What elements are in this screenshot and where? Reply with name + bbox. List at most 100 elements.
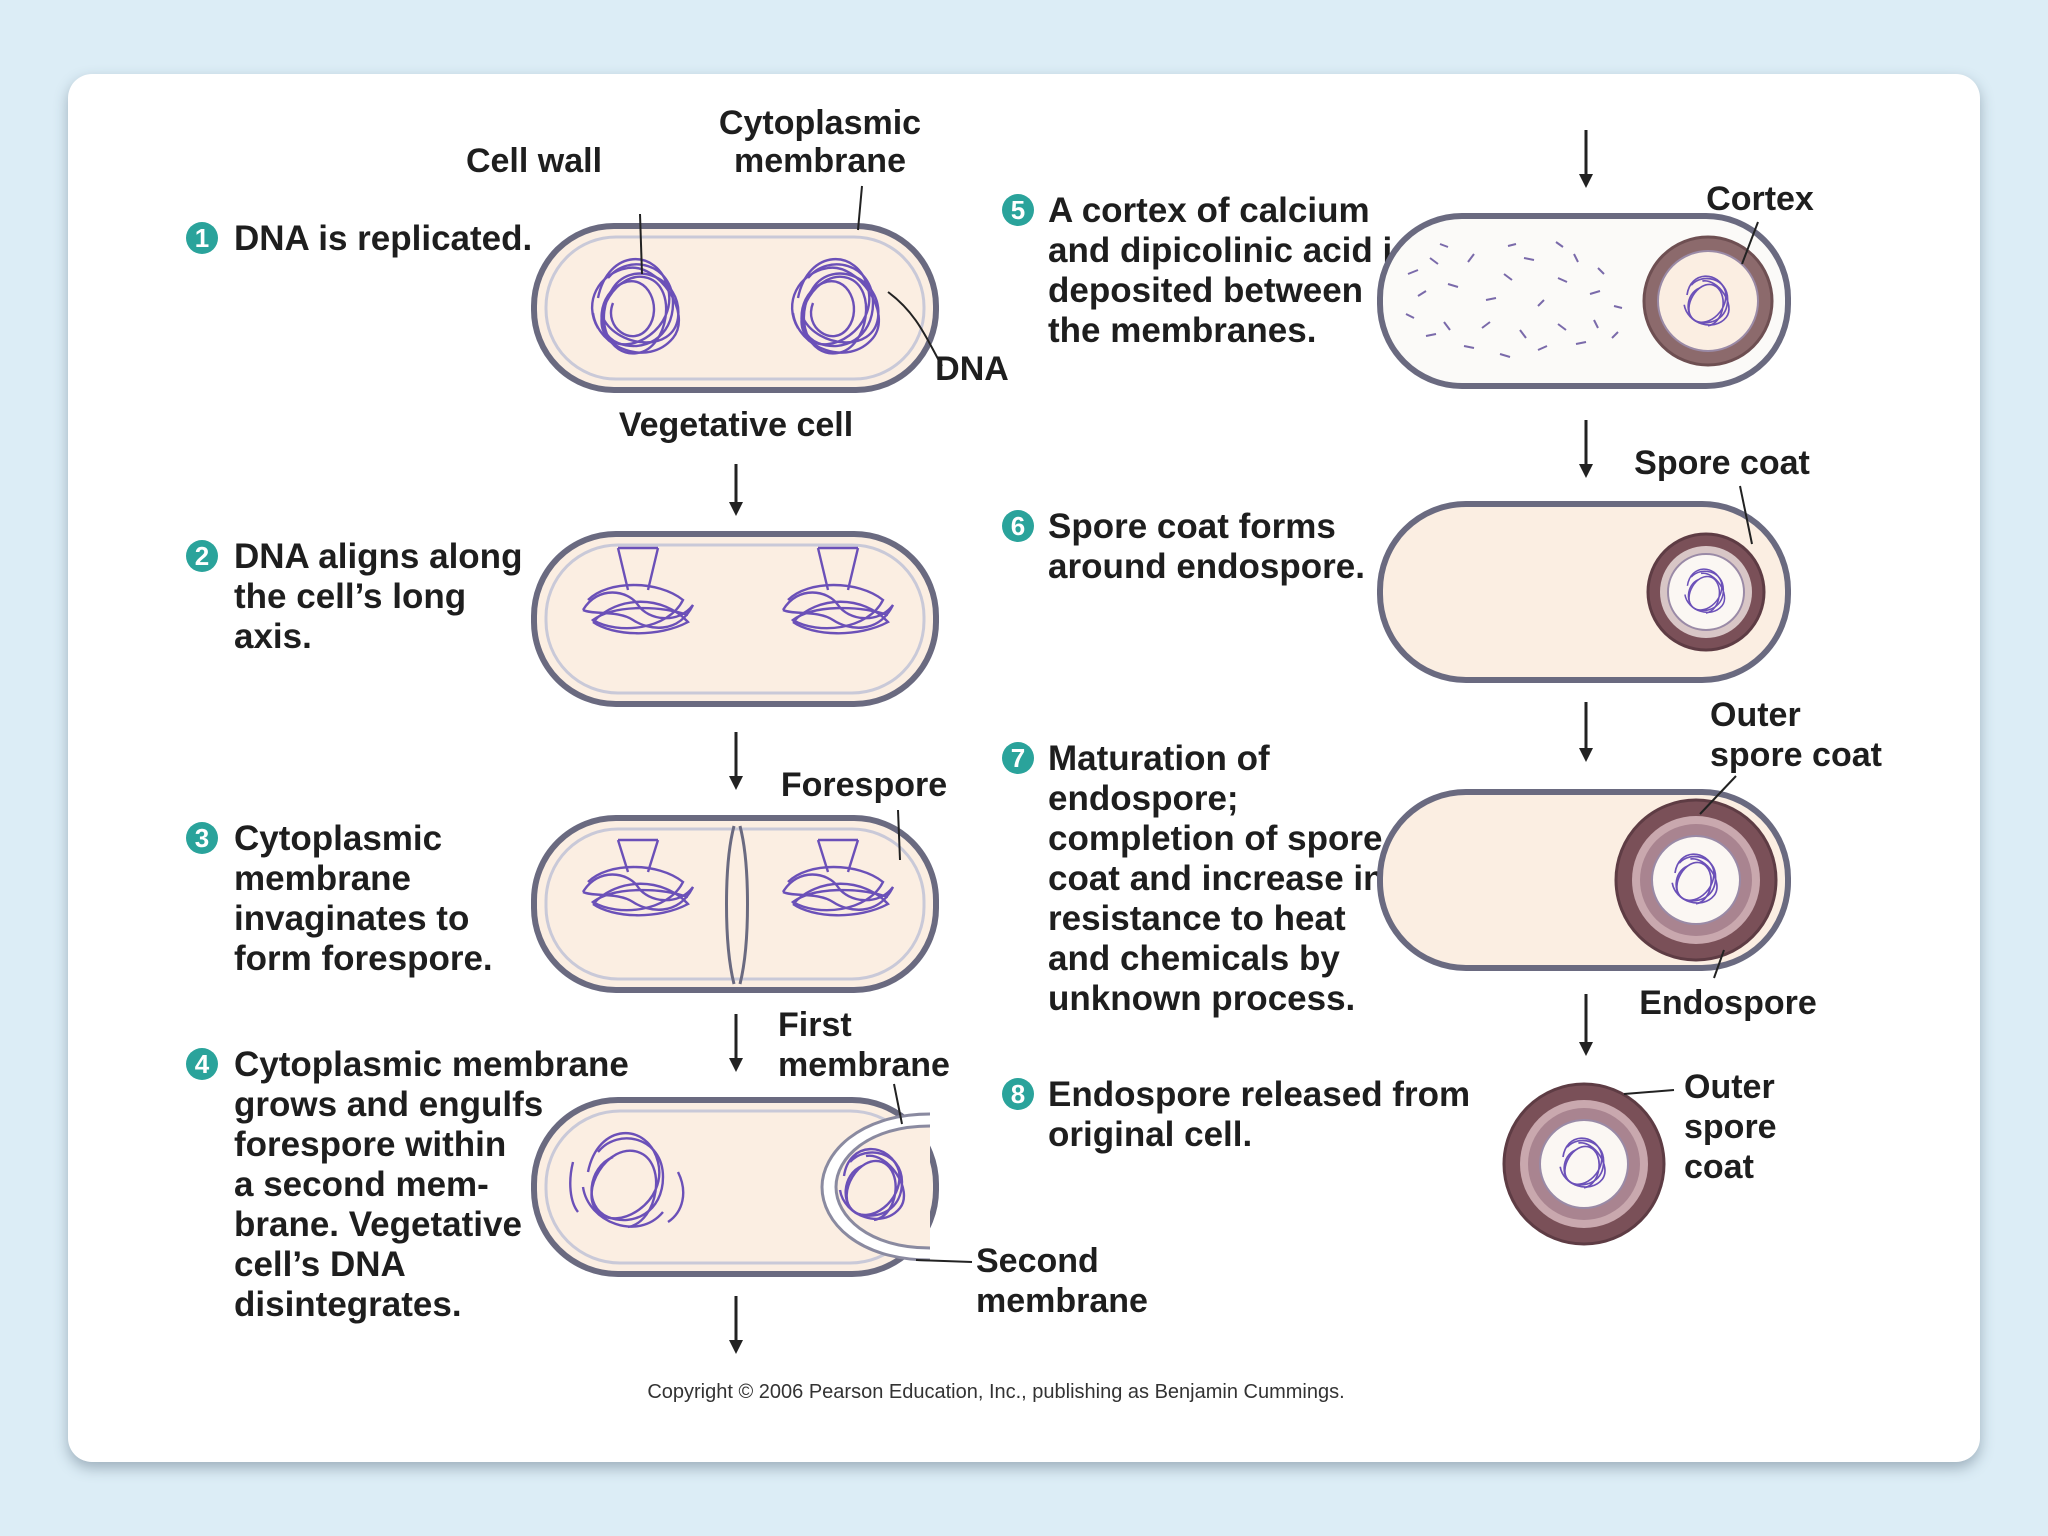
dna-mass-left: [590, 258, 680, 355]
cytoplasmic-membrane: [544, 235, 926, 381]
label-second-membrane-line-2: membrane: [976, 1282, 1148, 1320]
label-outer-spore-coat-7-line-1: Outer: [1710, 696, 1801, 734]
dna-aligned-left: [581, 546, 695, 635]
endospore-formation-diagram: 1 DNA is replicated. Cell wall Cytoplasm…: [186, 104, 1882, 1403]
step-2: 2 DNA aligns along the cell’s long axis.: [186, 537, 522, 656]
leader-outer-spore-coat: [1699, 775, 1737, 815]
step-5-text-line-2: and dipicolinic acid is: [1048, 231, 1412, 270]
step-6-text-line-1: Spore coat forms: [1048, 507, 1336, 546]
step-2-text-line-1: DNA aligns along: [234, 537, 522, 576]
leader-cortex: [1741, 221, 1759, 265]
label-outer-spore-coat-7-line-2: spore coat: [1710, 736, 1882, 774]
step-7-text-line-6: and chemicals by: [1048, 939, 1340, 978]
label-outer-spore-coat-8-line-2: spore: [1684, 1108, 1777, 1146]
label-vegetative-cell: Vegetative cell: [619, 406, 853, 444]
label-spore-coat: Spore coat: [1634, 444, 1810, 482]
leader-second-membrane: [915, 1259, 973, 1263]
cortex-cell: [1377, 213, 1791, 389]
step-8-text-line-2: original cell.: [1048, 1115, 1252, 1154]
leader-forespore: [897, 809, 901, 861]
leader-spore-coat: [1739, 485, 1753, 545]
step-3-text-line-2: membrane: [234, 859, 411, 898]
cell-envelope: [531, 815, 939, 993]
step-5-text-line-1: A cortex of calcium: [1048, 191, 1370, 230]
dna-left: [581, 838, 695, 917]
first-membrane: [834, 1124, 931, 1250]
leader-endospore: [1713, 949, 1725, 979]
arrow-7-8: [1579, 994, 1593, 1056]
step-5-number: 5: [1011, 195, 1025, 225]
engulfing-cell: [531, 1083, 973, 1277]
step-3-number: 3: [195, 823, 209, 853]
step-2-badge: [186, 540, 218, 572]
dna-forespore: [781, 838, 895, 917]
label-outer-spore-coat-8-line-3: coat: [1684, 1148, 1754, 1186]
septum-cell: [531, 809, 939, 993]
released-endospore: [1502, 1082, 1675, 1246]
label-outer-spore-coat-8-line-1: Outer: [1684, 1068, 1775, 1106]
arrow-6-7: [1579, 702, 1593, 762]
label-cell-wall: Cell wall: [466, 142, 602, 180]
dna-aligned-right: [781, 546, 895, 635]
leader-outer-spore-coat-8: [1623, 1089, 1675, 1095]
step-6-number: 6: [1011, 511, 1025, 541]
label-cytoplasmic-membrane-line-1: Cytoplasmic: [719, 104, 921, 142]
label-cytoplasmic-membrane-line-2: membrane: [734, 142, 906, 180]
label-endospore: Endospore: [1639, 984, 1817, 1022]
label-forespore: Forespore: [781, 766, 947, 804]
arrow-3-4: [729, 1014, 743, 1072]
dna-core: [1671, 853, 1718, 905]
step-7-text-line-4: coat and increase in: [1048, 859, 1385, 898]
arrow-4-5: [729, 1296, 743, 1354]
step-6: 6 Spore coat forms around endospore.: [1002, 507, 1365, 586]
dna-core: [1559, 1137, 1606, 1189]
step-4-text-line-6: cell’s DNA: [234, 1245, 406, 1284]
dna-core: [1683, 275, 1730, 327]
dna-disintegrating: [569, 1132, 685, 1229]
vegetative-cell: [531, 185, 943, 393]
step-2-number: 2: [195, 541, 209, 571]
arrow-5-6: [1579, 420, 1593, 478]
arrow-1-2: [729, 464, 743, 516]
step-4-text-line-2: grows and engulfs: [234, 1085, 543, 1124]
label-first-membrane-line-2: membrane: [778, 1046, 950, 1084]
dna-forespore: [838, 1147, 906, 1222]
step-7-badge: [1002, 742, 1034, 774]
step-8-text-line-1: Endospore released from: [1048, 1075, 1470, 1114]
label-second-membrane-line-1: Second: [976, 1242, 1099, 1280]
step-5: 5 A cortex of calcium and dipicolinic ac…: [1002, 191, 1412, 350]
step-4-text-line-7: disintegrates.: [234, 1285, 462, 1324]
step-4-number: 4: [195, 1049, 210, 1079]
arrow-2-3: [729, 732, 743, 790]
step-8-number: 8: [1011, 1079, 1025, 1109]
dna-core: [1684, 568, 1726, 614]
step-8: 8 Endospore released from original cell.: [1002, 1075, 1470, 1154]
arrow-into-5: [1579, 130, 1593, 188]
step-4-text-line-3: forespore within: [234, 1125, 506, 1164]
step-3-text-line-4: form forespore.: [234, 939, 493, 978]
step-1: 1 DNA is replicated.: [186, 219, 532, 258]
label-first-membrane-line-1: First: [778, 1006, 852, 1044]
spore-coat-cell: [1377, 485, 1791, 683]
step-7-text-line-7: unknown process.: [1048, 979, 1355, 1018]
step-5-badge: [1002, 194, 1034, 226]
label-dna: DNA: [935, 350, 1009, 388]
cell-envelope: [531, 1097, 939, 1277]
aligned-cell: [531, 531, 939, 707]
step-8-badge: [1002, 1078, 1034, 1110]
dna-fragments: [1405, 241, 1623, 358]
core: [1651, 835, 1741, 925]
step-7-text-line-5: resistance to heat: [1048, 899, 1346, 938]
step-5-text-line-3: deposited between: [1048, 271, 1363, 310]
step-4: 4 Cytoplasmic membrane grows and engulfs…: [186, 1045, 629, 1324]
leader-cytoplasmic-membrane: [857, 185, 863, 231]
step-1-text-line-1: DNA is replicated.: [234, 219, 532, 258]
step-7-number: 7: [1011, 743, 1025, 773]
step-7-text-line-1: Maturation of: [1048, 739, 1270, 778]
leader-cell-wall: [639, 213, 643, 275]
step-4-text-line-5: brane. Vegetative: [234, 1205, 522, 1244]
step-7: 7 Maturation of endospore; completion of…: [1002, 739, 1385, 1018]
step-2-text-line-2: the cell’s long: [234, 577, 466, 616]
step-5-text-line-4: the membranes.: [1048, 311, 1316, 350]
step-6-text-line-2: around endospore.: [1048, 547, 1365, 586]
